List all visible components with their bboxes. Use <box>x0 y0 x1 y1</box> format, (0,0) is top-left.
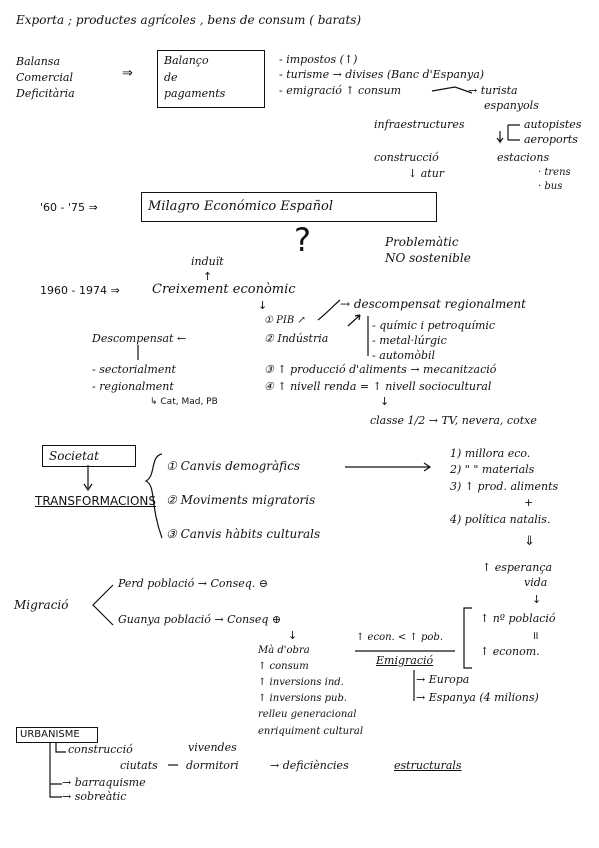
vivendes: vivendes <box>188 741 237 754</box>
plus-sign: + <box>524 496 534 509</box>
autopistes: autopistes <box>524 118 582 131</box>
descompensat: Descompensat ← <box>92 332 187 345</box>
guanya-poblacio: Guanya població → Conseq ⊕ <box>118 613 282 626</box>
double-down-arrow: ⇓ <box>524 534 535 549</box>
regions: ↳ Cat, Mad, PB <box>150 397 218 407</box>
milagro-text: Milagro Económico Español <box>148 199 333 214</box>
impostos: - impostos (↑) <box>279 53 358 66</box>
box-line-3: pagaments <box>164 87 226 100</box>
consum: ↑ consum <box>258 661 309 672</box>
societat: Societat <box>49 449 99 463</box>
inversions-pub: ↑ inversions pub. <box>258 693 348 704</box>
transformacions: TRANSFORMACIONS <box>35 494 156 508</box>
n-poblacio: ↑ nº població <box>480 612 556 625</box>
aeroports: aeroports <box>524 133 578 146</box>
problematic: Problemàtic <box>385 235 459 249</box>
balansa-line-1: Balansa <box>16 55 61 68</box>
industria: ② Indústria <box>264 332 329 345</box>
metal: - metal·lúrgic <box>372 334 447 347</box>
dormitori: dormitori <box>186 759 239 772</box>
classe: classe 1/2 → TV, nevera, cotxe <box>370 414 537 427</box>
regionalment: - regionalment <box>92 380 174 393</box>
construccio-vivendes: construcció <box>68 743 133 756</box>
societat-box: Societat <box>42 445 136 467</box>
automobil: - automòbil <box>372 349 436 362</box>
barraquisme: → barraquisme <box>62 776 146 789</box>
espanyols: espanyols <box>484 99 539 112</box>
down-arrow-1: ↓ <box>258 299 268 312</box>
millora-eco: 1) millora eco. <box>450 447 531 460</box>
moviments-migratoris: ② Moviments migratoris <box>166 493 316 507</box>
exports-line: Exporta ; productes agrícoles , bens de … <box>16 13 362 27</box>
induit-arrow: ↑ <box>203 270 213 283</box>
perd-poblacio: Perd població → Conseq. ⊖ <box>118 577 269 590</box>
quimic: - químic i petroquímic <box>372 319 496 332</box>
down-arrow-4: ↓ <box>532 593 542 606</box>
deficiencies: → deficiències <box>270 759 349 772</box>
creixement: Creixement econòmic <box>152 282 296 297</box>
period: '60 - '75 ⇒ <box>40 201 98 214</box>
sectorialment: - sectorialment <box>92 363 176 376</box>
down-arrow-3: ↓ <box>380 395 390 408</box>
econom: ↑ econom. <box>480 645 540 658</box>
relleu-generacional: relleu generacional <box>258 709 357 720</box>
econ-pob: ↑ econ. < ↑ pob. <box>356 632 444 643</box>
millora-materials: 2) " " materials <box>450 463 535 476</box>
urbanisme-box: URBANISME <box>16 727 98 743</box>
trens: · trens <box>538 167 571 178</box>
renda: ④ ↑ nivell renda = ↑ nivell sociocultura… <box>264 380 492 393</box>
emigracio-label: Emigració <box>376 654 434 667</box>
induit: induït <box>191 255 224 268</box>
descompensat-regionalment: → descompensat regionalment <box>340 297 526 311</box>
implies-arrow: ⇒ <box>122 66 133 81</box>
vida: vida <box>524 576 548 589</box>
question-mark: ? <box>294 221 311 259</box>
enriquiment-cultural: enriquiment cultural <box>258 726 364 737</box>
inversions-ind: ↑ inversions ind. <box>258 677 344 688</box>
atur: ↓ atur <box>408 167 445 180</box>
emigracio: - emigració ↑ consum <box>279 84 402 97</box>
migracio: Migració <box>14 598 69 612</box>
down-arrow-5: ↓ <box>288 629 298 642</box>
box-line-2: de <box>164 71 178 84</box>
urbanisme: URBANISME <box>20 729 80 740</box>
prod-aliments: 3) ↑ prod. aliments <box>450 480 559 493</box>
politica-natalis: 4) política natalis. <box>450 513 551 526</box>
estructurals: estructurals <box>394 759 462 772</box>
bus: · bus <box>538 181 563 192</box>
no-sostenible: NO sostenible <box>385 251 471 265</box>
balansa-line-3: Deficitària <box>16 87 75 100</box>
years: 1960 - 1974 ⇒ <box>40 284 120 297</box>
produccio: ③ ↑ producció d'aliments → mecanització <box>264 363 497 376</box>
estacions: estacions <box>497 151 550 164</box>
turisme: - turisme → divises (Banc d'Espanya) <box>279 68 485 81</box>
balansa-line-2: Comercial <box>16 71 73 84</box>
infraestructures: infraestructures <box>374 118 465 131</box>
construccio: construcció <box>374 151 439 164</box>
milagro-box: Milagro Económico Español <box>141 192 437 222</box>
ciutats: ciutats <box>120 759 158 772</box>
equals-sign: ॥ <box>532 629 539 642</box>
ma-obra: Mà d'obra <box>258 645 310 656</box>
balanco-box: Balanço de pagaments <box>157 50 265 108</box>
canvis-demografics: ① Canvis demogràfics <box>166 459 301 473</box>
turista: → turista <box>468 84 518 97</box>
box-line-1: Balanço <box>164 54 209 67</box>
sobreatic: → sobreàtic <box>62 790 127 803</box>
europa: → Europa <box>416 673 470 686</box>
esperanca: ↑ esperança <box>482 561 553 574</box>
canvis-habits: ③ Canvis hàbits culturals <box>166 527 321 541</box>
espanya: → Espanya (4 milions) <box>416 691 539 704</box>
pib: ① PIB ↗ <box>264 315 306 326</box>
